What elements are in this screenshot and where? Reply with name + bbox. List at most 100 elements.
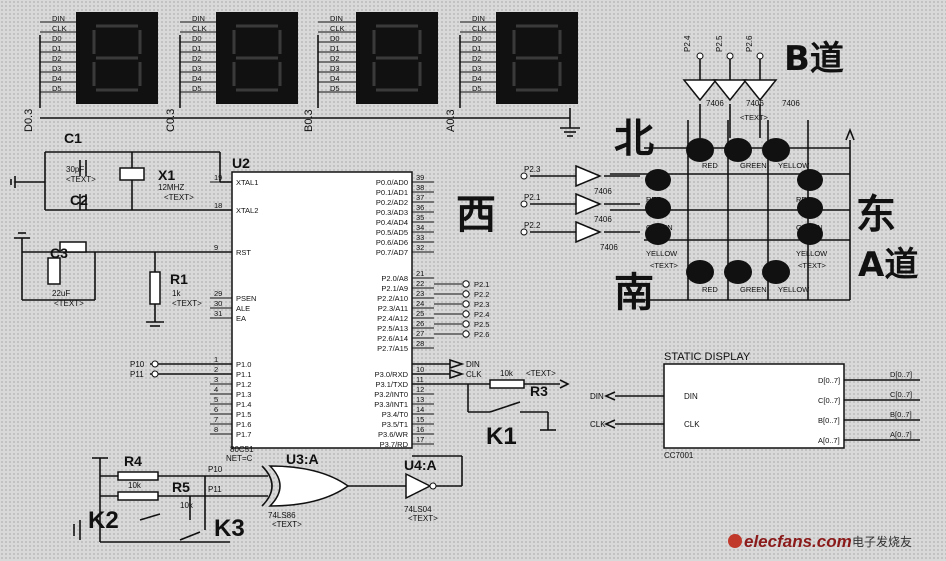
mcu-pin-name: P0.7/AD7: [376, 248, 408, 257]
direction-south: 南: [614, 270, 654, 316]
clk-net: CLK: [466, 370, 482, 379]
inverter-ref: U4:A: [404, 457, 437, 473]
lamp-right: [797, 169, 823, 191]
x1-ref: X1: [158, 167, 175, 183]
c1-ref: C1: [64, 130, 82, 146]
mcu-pin-number: 14: [416, 405, 424, 414]
static-display-output-pin: D[0..7]: [818, 376, 840, 385]
crystal-x1: [119, 167, 145, 181]
display-pin-label: D1: [52, 44, 62, 53]
c3-value: 22uF: [52, 289, 70, 298]
xor-net-p11: P11: [208, 485, 222, 494]
mcu-right-pins: 39P0.0/AD038P0.1/AD137P0.2/AD236P0.3/AD3…: [374, 173, 434, 449]
lamp-left: [645, 197, 671, 219]
lamp-right-label: YELLOW: [796, 249, 828, 258]
static-display-outputs: D[0..7]D[0..7]C[0..7]C[0..7]B[0..7]B[0..…: [818, 370, 920, 445]
mcu-pin-name: P1.1: [236, 370, 251, 379]
static-display-title: STATIC DISPLAY: [664, 351, 751, 363]
mcu-pin-name: P3.2/INT0: [374, 390, 408, 399]
mcu-pin-number: 17: [416, 435, 424, 444]
mcu-part: 80C51: [230, 445, 254, 454]
mcu-pin-number: 27: [416, 329, 424, 338]
mcu-pin-number: 23: [416, 289, 424, 298]
mcu-pin-number: 37: [416, 193, 424, 202]
p2-net-flags: P2.1P2.2P2.3P2.4P2.5P2.6: [434, 280, 489, 339]
lamp-bottom: [724, 260, 752, 284]
mcu-pin-number: 16: [416, 425, 424, 434]
top-driver-gates: [682, 52, 778, 138]
display-3-name: B0.3: [303, 109, 315, 132]
p3-outputs: [412, 358, 570, 431]
mcu-pin-name: XTAL2: [236, 206, 258, 215]
display-pin-label: D3: [192, 64, 202, 73]
lamp-right: [797, 197, 823, 219]
mcu-pin-name: P0.6/AD6: [376, 238, 408, 247]
static-display-output-pin: A[0..7]: [818, 436, 840, 445]
static-display-bus-label: B[0..7]: [890, 410, 912, 419]
mcu-pin-name: P2.2/A10: [377, 294, 408, 303]
capacitor-c3: [47, 257, 61, 285]
mcu-pin-name: P0.0/AD0: [376, 178, 408, 187]
p2-net-label: P2.1: [474, 280, 489, 289]
static-display-din-flag: DIN: [590, 392, 604, 401]
display-pin-label: D0: [330, 34, 340, 43]
mcu-net: NET=C: [226, 454, 253, 463]
display-pin-label: D3: [330, 64, 340, 73]
k1-label: K1: [486, 423, 517, 450]
mcu-pin-name: XTAL1: [236, 178, 258, 187]
k3-label: K3: [214, 515, 245, 542]
x1-text: <TEXT>: [164, 193, 194, 202]
static-display-part: CC7001: [664, 451, 694, 460]
resistor-r1: [149, 271, 161, 305]
display-pin-label: CLK: [52, 24, 67, 33]
direction-west: 西: [456, 192, 496, 238]
static-display-output-pin: B[0..7]: [818, 416, 840, 425]
c3-text: <TEXT>: [54, 299, 84, 308]
r3-value: 10k: [500, 369, 514, 378]
p2-net-label: P2.4: [474, 310, 489, 319]
mcu-left-pins: 19XTAL118XTAL29RST29PSEN30ALE31EA1P1.02P…: [210, 173, 258, 439]
p10-net: P10: [130, 360, 145, 369]
r3-text: <TEXT>: [526, 369, 556, 378]
mcu-pin-name: P3.4/T0: [382, 410, 408, 419]
traffic-text: <TEXT>: [740, 113, 769, 122]
mcu-pin-number: 29: [214, 289, 222, 298]
p2-net-label: P2.2: [474, 290, 489, 299]
top-gate-1: 7406: [706, 99, 724, 108]
display-pin-label: CLK: [330, 24, 345, 33]
mcu-pin-number: 21: [416, 269, 424, 278]
direction-north: 北: [614, 116, 654, 162]
p2-net-label: P2.5: [474, 320, 489, 329]
left-gate-2: 7406: [594, 215, 612, 224]
mcu-pin-number: 31: [214, 309, 222, 318]
mcu-pin-name: P0.5/AD5: [376, 228, 408, 237]
static-display-bus-label: C[0..7]: [890, 390, 912, 399]
lamp-top-label: RED: [702, 161, 718, 170]
r5-value: 10k: [180, 501, 194, 510]
mcu-ref: U2: [232, 155, 250, 171]
top-gate-3: 7406: [782, 99, 800, 108]
inverter-text: <TEXT>: [408, 514, 438, 523]
lamp-left: [645, 169, 671, 191]
mcu-pin-number: 36: [416, 203, 424, 212]
display-pin-label: DIN: [472, 14, 485, 23]
mcu-pin-number: 4: [214, 385, 218, 394]
oscillator-circuit: [10, 151, 232, 211]
display-pin-label: DIN: [192, 14, 205, 23]
mcu-pin-name: P3.6/WR: [378, 430, 409, 439]
top-net-1: P2.4: [683, 35, 692, 52]
lamp-top-label: GREEN: [740, 161, 767, 170]
inverter-part: 74LS04: [404, 505, 432, 514]
lamp-left-label: YELLOW: [646, 249, 678, 258]
display-pin-label: D3: [472, 64, 482, 73]
traffic-text: <TEXT>: [650, 261, 679, 270]
lamp-right: [797, 223, 823, 245]
lamp-top: [686, 138, 714, 162]
display-pin-label: D4: [192, 74, 202, 83]
r4-value: 10k: [128, 481, 142, 490]
p2-net-label: P2.6: [474, 330, 489, 339]
display-pin-label: D1: [472, 44, 482, 53]
display-pin-label: D2: [472, 54, 482, 63]
p2-terminal: [462, 310, 470, 318]
